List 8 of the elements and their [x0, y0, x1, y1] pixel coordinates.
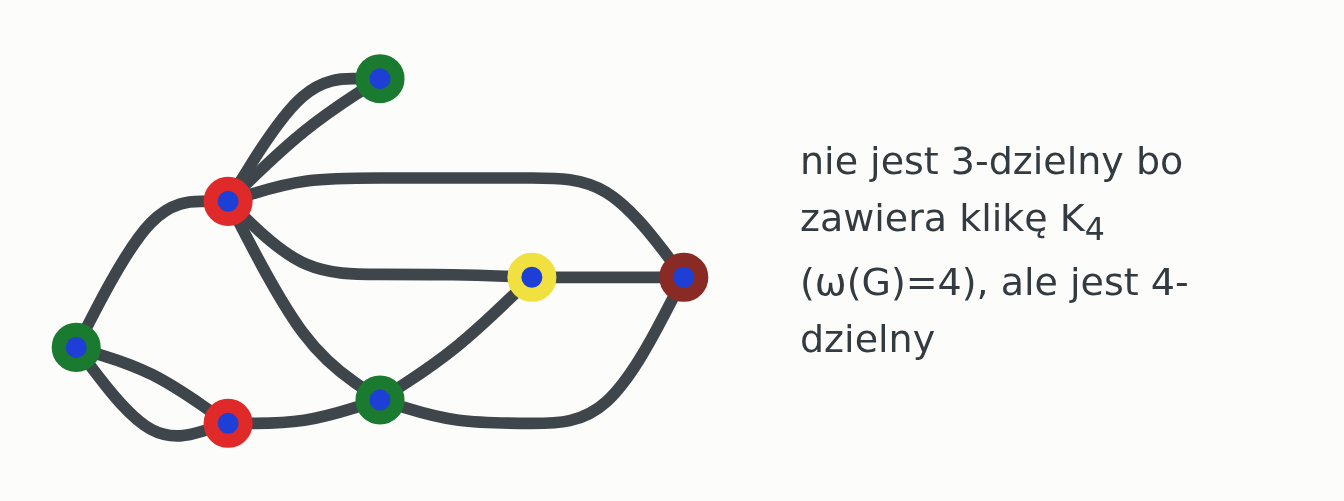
node-circle: [203, 398, 253, 448]
node-circle: [203, 176, 253, 226]
node-circle: [507, 252, 557, 302]
node-circle: [659, 252, 709, 302]
node-circle: [355, 374, 405, 424]
node-circle: [51, 322, 101, 372]
node-circle: [355, 53, 405, 103]
note-text: nie jest 3-dzielny bo zawiera klikę K$_{4}$ (ω(G)=4), ale jest 4-dzielny: [800, 138, 1190, 363]
